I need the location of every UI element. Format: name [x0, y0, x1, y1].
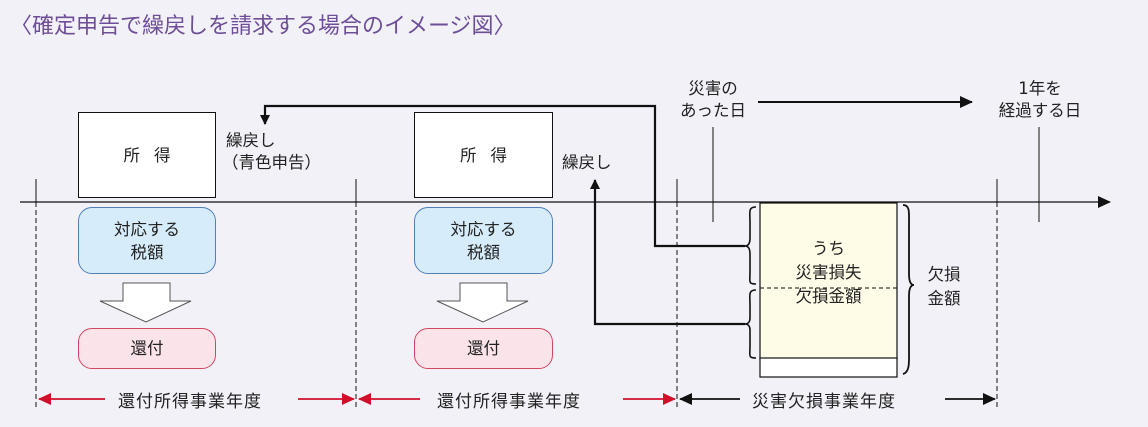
carryback-arrow-blue-return: [260, 104, 745, 248]
carryback-arrow: [590, 179, 745, 326]
tax-label-line2: 税額: [467, 242, 500, 262]
tax-label-line1: 対応する: [114, 219, 180, 239]
carryback-label-line2: （青色申告）: [222, 153, 321, 172]
carryback-label-line1: 繰戻し: [226, 131, 276, 150]
total-loss-line2: 金額: [927, 289, 961, 308]
income-box: 所得: [78, 112, 216, 198]
carryback-label: 繰戻し: [562, 153, 612, 172]
income-label: 所得: [460, 145, 521, 165]
period-label: 還付所得事業年度: [431, 387, 587, 412]
total-loss-label: 欠損 金額: [918, 263, 970, 311]
one-year-label: 1年を 経過する日: [985, 78, 1095, 122]
disaster-date-line2: あった日: [680, 101, 746, 120]
tax-box: 対応する 税額: [414, 207, 553, 274]
disaster-date-label: 災害の あった日: [668, 78, 758, 122]
income-box: 所得: [414, 112, 553, 198]
one-year-line1: 1年を: [1018, 79, 1062, 98]
disaster-loss-line1: うち: [812, 239, 845, 258]
one-year-line2: 経過する日: [998, 101, 1082, 120]
left-brace-upper: [744, 206, 757, 285]
refund-label: 還付: [467, 339, 500, 358]
disaster-loss-line3: 欠損金額: [795, 287, 862, 306]
tax-box: 対応する 税額: [78, 207, 216, 274]
tax-label-line1: 対応する: [450, 219, 517, 239]
left-brace-lower: [744, 289, 757, 359]
period-label: 還付所得事業年度: [112, 387, 268, 412]
down-arrow-icon: [436, 282, 529, 323]
down-arrow-icon: [99, 282, 192, 323]
total-loss-line1: 欠損: [927, 265, 961, 284]
loss-box: [759, 202, 898, 361]
disaster-loss-line2: 災害損失: [795, 263, 862, 282]
disaster-loss-label: うち 災害損失 欠損金額: [760, 237, 897, 309]
right-brace: [902, 204, 915, 375]
disaster-date-line1: 災害の: [688, 79, 738, 98]
income-label: 所得: [123, 145, 185, 165]
diagram-title: 〈確定申告で繰戻しを請求する場合のイメージ図〉: [10, 14, 516, 39]
refund-box: 還付: [78, 328, 216, 369]
refund-box: 還付: [414, 328, 553, 369]
refund-label: 還付: [130, 339, 164, 358]
tax-label-line2: 税額: [130, 242, 164, 262]
loss-box-remaining: [759, 357, 898, 378]
period-label: 災害欠損事業年度: [746, 387, 902, 412]
carryback-label-blue-return: 繰戻し （青色申告）: [222, 130, 321, 174]
